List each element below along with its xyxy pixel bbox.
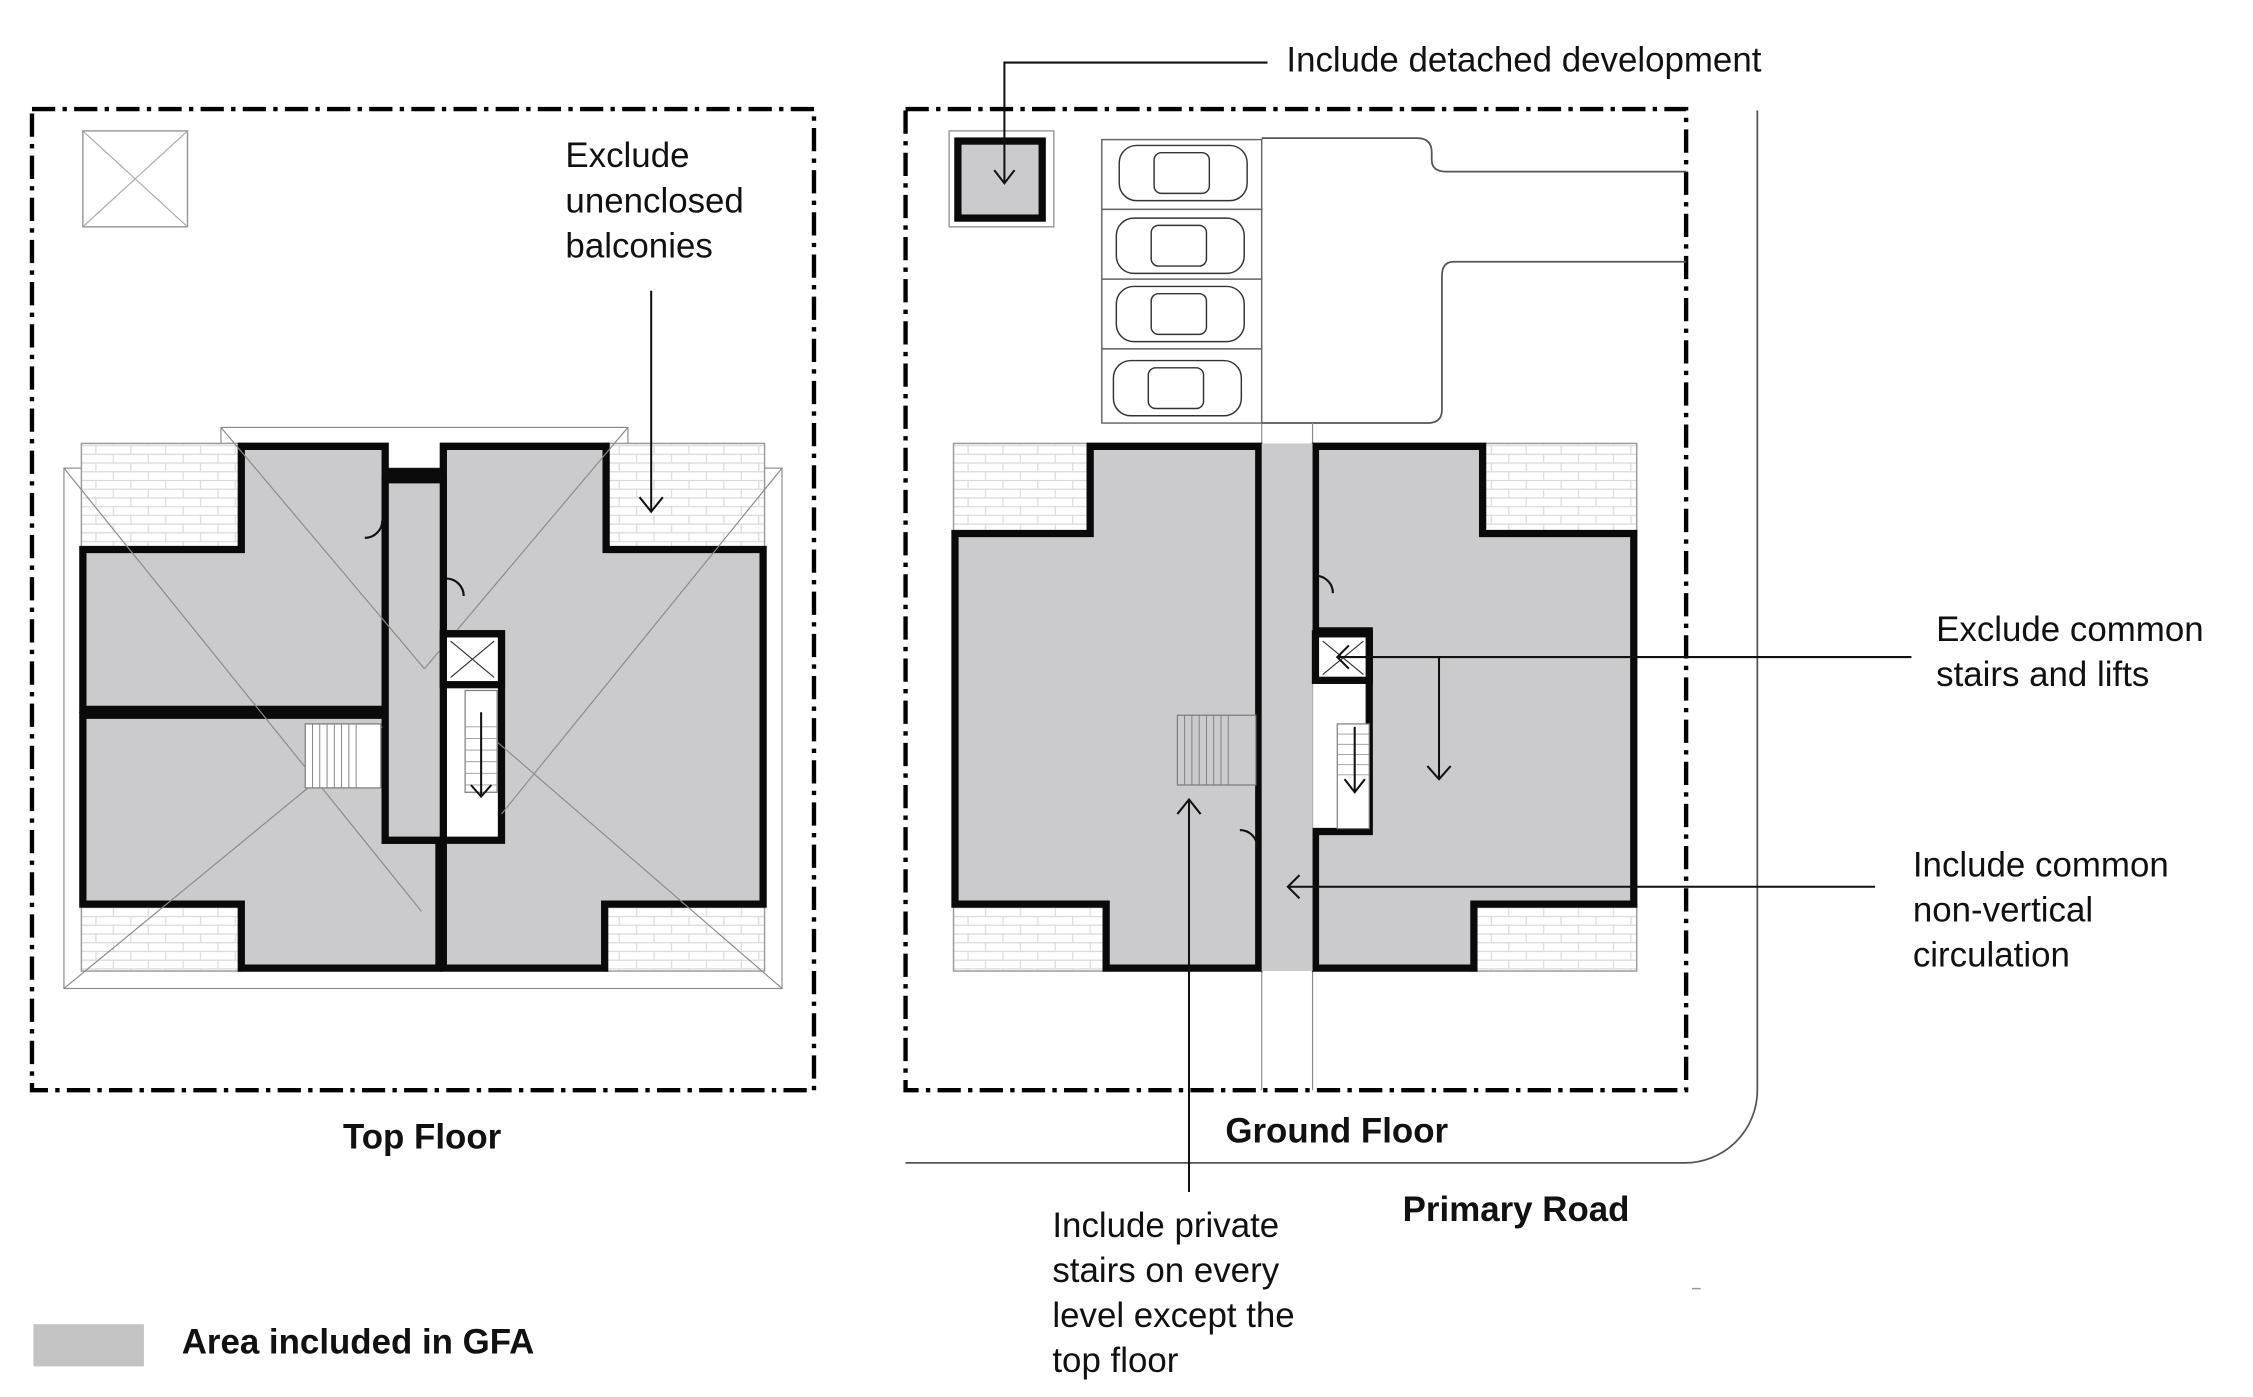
balcony <box>603 442 766 554</box>
legend-label: Area included in GFA <box>182 1322 535 1361</box>
site-boundary-top <box>29 106 817 1093</box>
balcony <box>1481 442 1638 535</box>
note-line: stairs on every <box>1052 1251 1279 1290</box>
car-icon <box>1115 217 1245 275</box>
note-include-private-stairs: Include private stairs on every level ex… <box>1052 1206 1304 1380</box>
balcony <box>80 900 243 972</box>
corridor-top <box>381 476 447 844</box>
note-line: balconies <box>565 226 712 265</box>
note-exclude-common-stairs: Exclude common stairs and lifts <box>1936 610 2213 694</box>
top-floor-plan: Exclude unenclosed balconies Top Floor <box>29 106 817 1156</box>
detached-development <box>948 130 1055 228</box>
note-line: Include private <box>1052 1206 1279 1245</box>
door-icon <box>1315 574 1334 594</box>
placeholder-box <box>82 130 189 228</box>
unit-ground-left <box>951 442 1263 972</box>
legend: Area included in GFA <box>33 1322 535 1367</box>
note-line: non-vertical <box>1913 891 2093 930</box>
top-floor-title: Top Floor <box>343 1117 502 1156</box>
leader-exclude-stairs <box>1335 644 1912 781</box>
roof-hip-lines <box>63 427 783 989</box>
leader-exclude-balconies <box>638 290 664 514</box>
unit-top-left <box>79 442 389 714</box>
note-line: top floor <box>1052 1341 1178 1380</box>
car-icon <box>1115 285 1245 343</box>
leader-include-private-stairs <box>1176 797 1202 1192</box>
note-exclude-balconies: Exclude unenclosed balconies <box>565 136 753 265</box>
leader-include-detached <box>993 61 1268 185</box>
car-icon <box>1118 144 1248 202</box>
car-icon <box>1112 359 1243 417</box>
note-line: level except the <box>1052 1296 1294 1335</box>
ground-floor-plan: Include detached development Exclude com… <box>903 40 2213 1380</box>
site-boundary-ground <box>903 106 1689 1093</box>
ground-floor-title: Ground Floor <box>1225 1112 1448 1151</box>
driveway <box>1261 137 1687 424</box>
leader-include-circulation <box>1286 874 1876 900</box>
door-icon <box>1239 828 1259 848</box>
lift-icon <box>439 630 506 689</box>
balcony <box>603 900 766 972</box>
private-stair-ground <box>1176 714 1257 786</box>
balcony <box>952 903 1107 972</box>
note-line: Include detached development <box>1286 40 1761 79</box>
common-stair-ground <box>1336 723 1370 830</box>
note-line: Exclude common <box>1936 610 2204 649</box>
common-stair-top <box>464 689 498 799</box>
primary-road-label: Primary Road <box>1403 1190 1630 1229</box>
note-line: unenclosed <box>565 181 743 220</box>
note-line: stairs and lifts <box>1936 655 2149 694</box>
balcony <box>80 442 243 554</box>
primary-road-edge <box>905 110 1759 1164</box>
balcony <box>1470 903 1638 972</box>
note-line: circulation <box>1913 936 2070 975</box>
parking-bays <box>1101 138 1263 424</box>
balcony <box>952 442 1088 535</box>
note-include-circulation: Include common non-vertical circulation <box>1913 846 2179 975</box>
private-stair-top <box>304 723 382 789</box>
note-include-detached: Include detached development <box>1286 40 1761 79</box>
door-icon <box>446 577 465 597</box>
note-line: Exclude <box>565 136 689 175</box>
note-line: Include common <box>1913 846 2169 885</box>
door-icon <box>364 520 384 539</box>
legend-swatch <box>33 1324 144 1367</box>
stray-mark <box>1691 1287 1701 1290</box>
